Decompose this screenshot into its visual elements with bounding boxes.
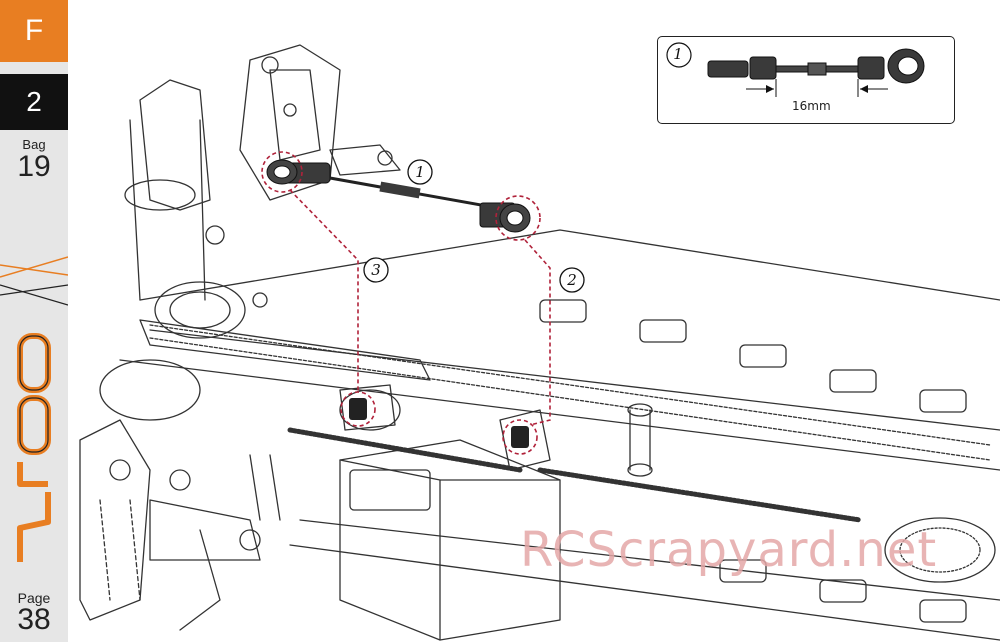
screws xyxy=(349,398,529,448)
turnbuckle-detail-inset xyxy=(657,36,955,124)
page-number: 38 xyxy=(17,603,51,636)
decorative-stripes-icon xyxy=(0,256,68,306)
turnbuckle-link xyxy=(266,159,531,233)
inset-callout: 1 xyxy=(673,45,683,63)
bag-number: 19 xyxy=(17,150,51,183)
sidebar: F 2 Bag 19 Page 38 xyxy=(0,0,68,642)
step-number-tab: 2 xyxy=(0,74,68,130)
brand-logo-icon xyxy=(17,333,51,562)
callout-2: 2 xyxy=(567,271,577,289)
callout-1: 1 xyxy=(415,163,425,181)
chassis-assembly-drawing xyxy=(79,44,1000,641)
page-label: Page xyxy=(17,590,51,606)
bag-label: Bag xyxy=(22,137,46,152)
callout-3: 3 xyxy=(371,261,381,279)
dimension-label: 16mm xyxy=(792,99,831,113)
turnbuckle-detail-drawing xyxy=(666,42,925,97)
step-letter-tab: F xyxy=(0,0,68,62)
watermark: RCScrapyard.net xyxy=(520,522,938,578)
